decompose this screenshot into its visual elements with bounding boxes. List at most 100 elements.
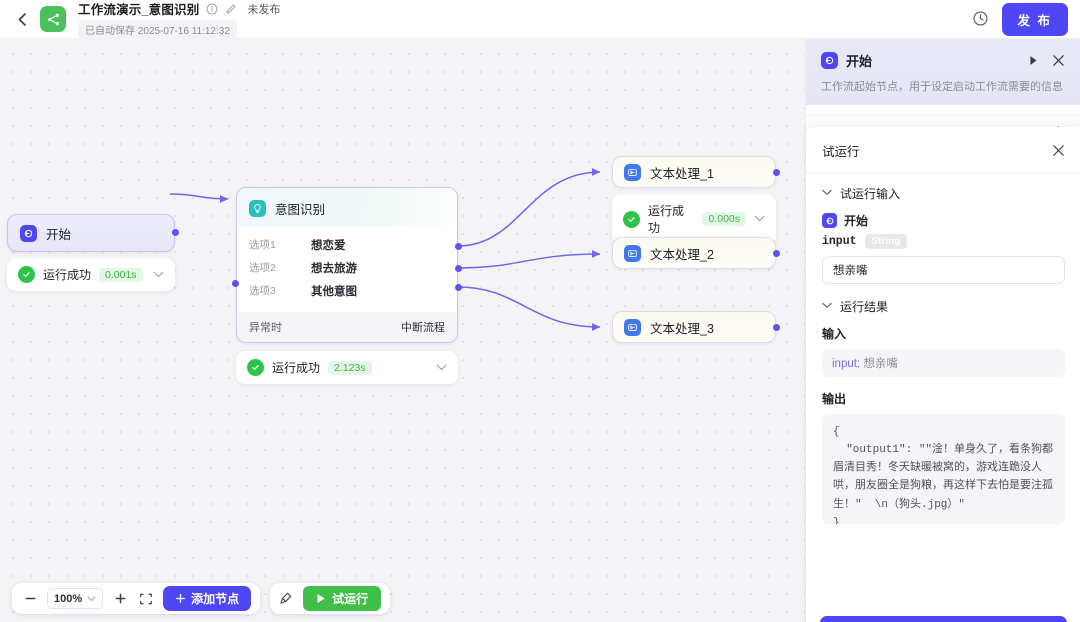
node-intent-status-text: 运行成功 — [272, 361, 321, 375]
run-controls: 试运行 — [270, 583, 391, 614]
node-intent-output-port-3[interactable] — [455, 284, 462, 291]
node-start-label: 开始 — [46, 227, 72, 242]
check-circle-icon — [18, 266, 35, 283]
top-bar: 工作流演示_意图识别 未发布 已自动保存 2025-07-16 11:12:32… — [0, 0, 1080, 39]
trial-input-field-label: input String — [822, 234, 1065, 249]
option-key: 选项3 — [249, 285, 276, 297]
trial-run-panel: 试运行 试运行输入 开始 — [806, 127, 1080, 622]
chevron-down-icon — [822, 188, 832, 199]
intent-node-icon — [249, 200, 266, 217]
pencil-icon[interactable] — [224, 2, 237, 15]
start-node-icon — [822, 213, 837, 228]
node-intent-status[interactable]: 运行成功 2.123s — [236, 351, 458, 384]
top-bar-actions: 发 布 — [972, 2, 1068, 36]
node-text-processing-2[interactable]: 文本处理_2 — [612, 237, 780, 269]
autosave-chip: 已自动保存 2025-07-16 11:12:32 — [78, 20, 237, 39]
chevron-down-icon[interactable] — [754, 213, 765, 225]
plus-icon — [176, 594, 186, 603]
trial-input-node: 开始 — [822, 212, 1065, 229]
trial-input-field[interactable] — [822, 256, 1065, 284]
node-intent-card[interactable]: 意图识别 选项1 想恋爱 选项2 想去旅游 选项3 其他意图 — [236, 187, 458, 343]
panel-node-header: 开始 工作流起始节点，用于设定启动工作流需要的信息 — [806, 39, 1080, 106]
right-panel: 开始 工作流起始节点，用于设定启动工作流需要的信息 输入 — [805, 39, 1080, 622]
zoom-controls: 100% 添加节点 — [12, 583, 261, 614]
plus-icon[interactable] — [111, 590, 129, 608]
play-icon — [317, 594, 325, 603]
exception-label: 异常时 — [249, 322, 282, 334]
trial-input-node-name: 开始 — [844, 214, 869, 228]
zoom-value: 100% — [54, 592, 83, 605]
workflow-canvas[interactable]: 开始 运行成功 0.001s — [0, 39, 805, 622]
field-type-badge: String — [864, 234, 908, 249]
exception-value: 中断流程 — [401, 322, 445, 334]
node-start[interactable]: 开始 运行成功 0.001s — [7, 214, 179, 291]
panel-node-title: 开始 — [846, 54, 873, 69]
node-text-1-output-port[interactable] — [773, 169, 780, 176]
node-intent-options: 选项1 想恋爱 选项2 想去旅游 选项3 其他意图 — [237, 227, 457, 312]
result-input-key: input: — [832, 358, 861, 370]
field-key: input — [822, 235, 857, 248]
node-text-2-card[interactable]: 文本处理_2 — [612, 237, 776, 269]
fit-screen-icon[interactable] — [137, 590, 155, 608]
publish-button[interactable]: 发 布 — [1001, 2, 1068, 36]
trial-result-section-toggle[interactable]: 运行结果 — [822, 298, 1065, 315]
node-text-1-status[interactable]: 运行成功 0.000s — [612, 194, 776, 244]
add-node-label: 添加节点 — [191, 592, 240, 606]
node-text-1-header: 文本处理_1 — [613, 163, 725, 182]
document-title-group: 工作流演示_意图识别 未发布 已自动保存 2025-07-16 11:12:32 — [78, 0, 280, 39]
close-icon[interactable] — [1052, 144, 1065, 157]
pin-icon[interactable] — [279, 591, 295, 607]
node-start-output-port[interactable] — [172, 229, 179, 236]
start-node-icon — [20, 224, 37, 242]
close-icon[interactable] — [1052, 54, 1065, 67]
node-intent-input-port[interactable] — [232, 280, 239, 287]
minus-icon[interactable] — [21, 590, 39, 608]
result-input-label: 输入 — [822, 327, 847, 341]
zoom-select[interactable]: 100% — [47, 588, 104, 609]
trial-run-footer: 运行 — [806, 606, 1080, 622]
node-start-card[interactable]: 开始 — [7, 214, 175, 252]
option-value: 想去旅游 — [311, 262, 357, 275]
canvas-toolbar: 100% 添加节点 — [12, 583, 391, 614]
text-node-icon — [624, 163, 641, 181]
trial-run-button[interactable]: 试运行 — [303, 586, 382, 611]
play-right-icon[interactable] — [1029, 55, 1038, 66]
add-node-button[interactable]: 添加节点 — [163, 586, 252, 611]
node-intent-output-port-2[interactable] — [455, 265, 462, 272]
node-text-processing-1[interactable]: 文本处理_1 运行成功 0.000s — [612, 156, 780, 244]
info-circle-icon[interactable] — [205, 2, 218, 15]
start-node-icon — [821, 52, 838, 69]
result-output-value: { "output1": ""淦！单身久了，看条狗都眉清目秀！冬天缺暖被窝的，游… — [822, 414, 1065, 524]
node-text-1-card[interactable]: 文本处理_1 — [612, 156, 776, 188]
title-row: 工作流演示_意图识别 未发布 — [78, 0, 280, 18]
node-text-processing-3[interactable]: 文本处理_3 — [612, 311, 780, 343]
node-text-2-label: 文本处理_2 — [650, 247, 714, 262]
trial-input-section-toggle[interactable]: 试运行输入 — [822, 185, 1065, 202]
chevron-down-icon[interactable] — [436, 362, 447, 374]
panel-header-actions — [1029, 54, 1065, 67]
node-intent-output-port-1[interactable] — [455, 243, 462, 250]
node-text-1-status-text: 运行成功 — [648, 204, 685, 235]
back-button[interactable] — [12, 9, 32, 29]
app-logo-icon — [40, 6, 66, 32]
node-text-1-duration: 0.000s — [702, 212, 746, 226]
panel-node-description: 工作流起始节点，用于设定启动工作流需要的信息 — [821, 81, 1063, 93]
trial-result-section-label: 运行结果 — [840, 300, 889, 314]
trial-run-execute-button[interactable]: 运行 — [820, 616, 1067, 622]
node-text-3-card[interactable]: 文本处理_3 — [612, 311, 776, 343]
chevron-down-icon[interactable] — [153, 269, 164, 281]
clock-icon[interactable] — [972, 10, 990, 28]
chevron-down-icon — [87, 594, 96, 604]
node-text-3-label: 文本处理_3 — [650, 321, 714, 336]
page-title: 工作流演示_意图识别 — [78, 3, 200, 17]
trial-run-title: 试运行 — [822, 145, 860, 159]
option-row: 选项3 其他意图 — [249, 279, 445, 302]
result-input-value: input: 想亲嘴 — [822, 349, 1065, 377]
node-text-3-output-port[interactable] — [773, 324, 780, 331]
option-row: 选项2 想去旅游 — [249, 256, 445, 279]
result-output-label: 输出 — [822, 392, 847, 406]
node-start-status[interactable]: 运行成功 0.001s — [7, 258, 175, 291]
node-text-2-output-port[interactable] — [773, 250, 780, 257]
node-intent-header: 意图识别 — [237, 188, 457, 227]
node-intent-recognition[interactable]: 意图识别 选项1 想恋爱 选项2 想去旅游 选项3 其他意图 — [232, 187, 462, 384]
